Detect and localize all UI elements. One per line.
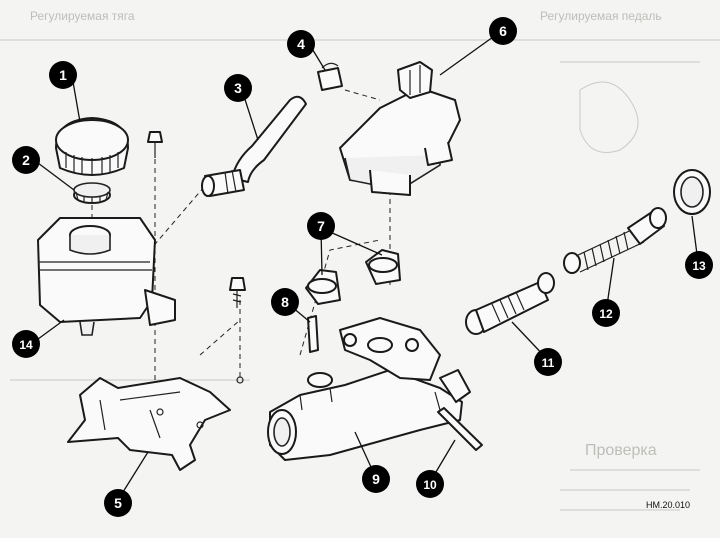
retaining-pin: [307, 315, 319, 353]
ghost-text-bottom-right: Проверка: [585, 442, 657, 459]
callout-label-10: 10: [423, 478, 437, 492]
callout-6: 6: [489, 17, 517, 45]
callout-4: 4: [287, 30, 315, 58]
callout-10: 10: [416, 470, 444, 498]
callout-label-3: 3: [234, 80, 242, 96]
callout-label-8: 8: [281, 294, 289, 310]
callout-14: 14: [12, 330, 40, 358]
ghost-text-top-right: Регулируемая педаль: [540, 9, 662, 23]
hose-clamp: [317, 62, 343, 91]
callout-7: 7: [307, 212, 335, 240]
callout-11: 11: [534, 348, 562, 376]
cap-seal: [73, 182, 111, 204]
figure-reference-code: HM.20.010: [645, 500, 690, 510]
secondary-piston: [563, 207, 667, 274]
push-rod: [437, 407, 483, 451]
ghost-text-top-left: Регулируемая тяга: [30, 9, 135, 23]
seal-ring: [673, 169, 711, 215]
callout-label-11: 11: [542, 356, 555, 370]
supply-hose: [201, 95, 307, 197]
callout-label-12: 12: [599, 307, 613, 321]
callout-label-4: 4: [297, 36, 305, 52]
primary-piston: [465, 272, 555, 335]
callout-label-6: 6: [499, 23, 507, 39]
callout-13: 13: [685, 251, 713, 279]
fluid-reservoir: [37, 217, 176, 336]
callout-label-7: 7: [317, 218, 325, 234]
callout-label-1: 1: [59, 67, 67, 83]
callout-label-9: 9: [372, 471, 380, 487]
callout-label-2: 2: [22, 152, 30, 168]
callout-12: 12: [592, 299, 620, 327]
background-bleed: Регулируемая тяга Регулируемая педаль Пр…: [0, 9, 720, 511]
callout-label-5: 5: [114, 495, 122, 511]
callout-8: 8: [271, 288, 299, 316]
callout-5: 5: [104, 489, 132, 517]
callout-3: 3: [224, 74, 252, 102]
reservoir-cap: [55, 117, 129, 176]
callout-label-14: 14: [19, 338, 33, 352]
callout-9: 9: [362, 465, 390, 493]
callout-2: 2: [12, 146, 40, 174]
callout-label-13: 13: [692, 259, 706, 273]
inlet-housing: [339, 61, 461, 196]
mounting-bracket: [67, 376, 244, 471]
grommets: [305, 249, 401, 305]
callout-1: 1: [49, 61, 77, 89]
mounting-bolts: [147, 131, 246, 308]
master-cylinder: [267, 317, 471, 461]
